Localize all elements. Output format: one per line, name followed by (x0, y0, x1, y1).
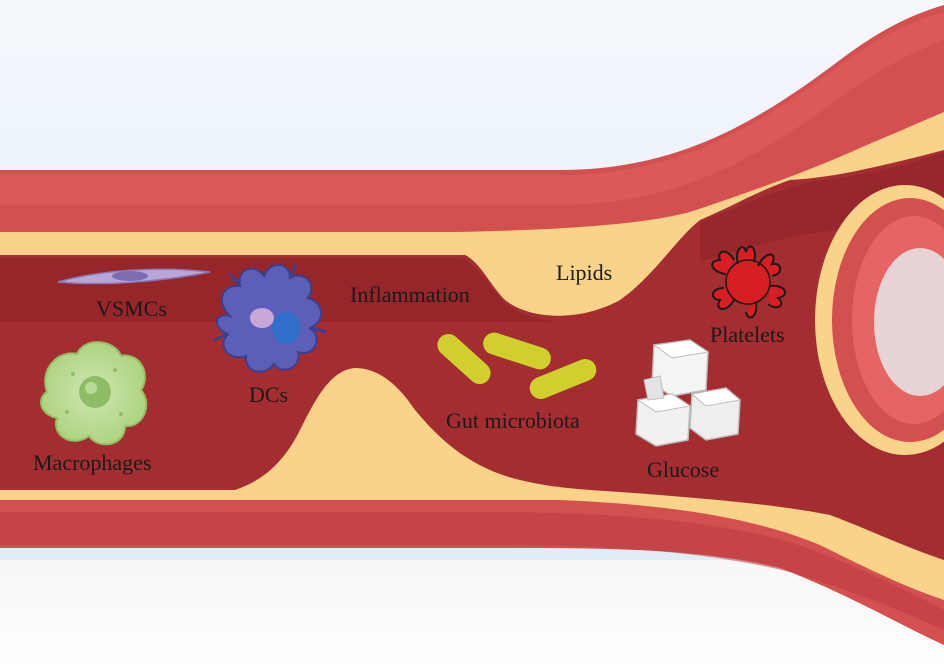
label-glucose: Glucose (647, 457, 720, 482)
gut-bacteria-icon (437, 332, 597, 399)
wall-highlight-bottom (0, 512, 944, 630)
vsmc-cell-icon (57, 268, 211, 285)
lumen-shadow-right (700, 152, 944, 262)
label-lipids: Lipids (556, 260, 613, 285)
macrophage-icon (40, 341, 148, 446)
label-platelets: Platelets (710, 322, 785, 347)
label-macrophages: Macrophages (33, 450, 152, 475)
glucose-cubes-icon (635, 339, 742, 447)
background-floor (0, 560, 944, 668)
platelet-icon (711, 245, 786, 319)
dendritic-cell-icon (213, 263, 327, 373)
label-vsmcs: VSMCs (96, 296, 167, 321)
wall-highlight-top (0, 12, 944, 205)
label-inflammation: Inflammation (350, 282, 470, 307)
label-dcs: DCs (249, 382, 289, 407)
cross-section-lumen (874, 248, 944, 396)
label-gut-microbiota: Gut microbiota (446, 408, 580, 433)
